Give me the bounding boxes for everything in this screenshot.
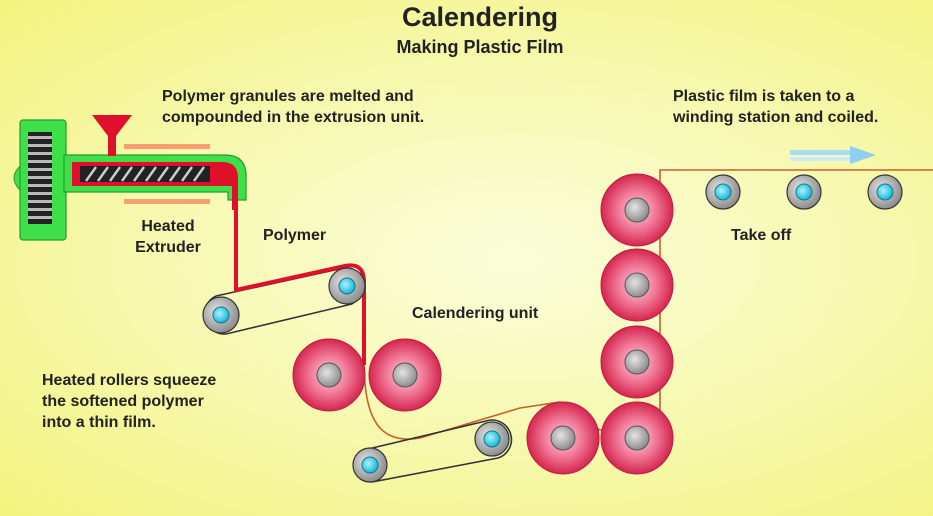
heater-bar-top bbox=[124, 144, 210, 149]
calender-roll bbox=[526, 401, 600, 475]
screw-icon bbox=[80, 166, 210, 182]
rollers-note-line: the softened polymer bbox=[42, 393, 204, 410]
calendering-unit-label: Calendering unit bbox=[412, 305, 539, 322]
take-off-roller bbox=[705, 174, 741, 210]
right-arrow-icon bbox=[790, 146, 876, 164]
winding-note-line: Plastic film is taken to a bbox=[673, 88, 855, 105]
calender-roll bbox=[368, 338, 442, 412]
hopper-icon bbox=[92, 115, 132, 156]
polymer-label: Polymer bbox=[263, 227, 327, 244]
take-off-roller bbox=[786, 174, 822, 210]
extrusion-note: Polymer granules are melted and compound… bbox=[162, 86, 424, 128]
heated-extruder bbox=[13, 115, 247, 241]
diagram-subtitle: Making Plastic Film bbox=[396, 37, 564, 57]
extrusion-note-line: Polymer granules are melted and bbox=[162, 88, 414, 105]
rollers-note: Heated rollers squeeze the softened poly… bbox=[42, 370, 216, 433]
calender-roll bbox=[600, 173, 674, 247]
extruder-label-line: Heated bbox=[141, 218, 195, 235]
rollers-note-line: Heated rollers squeeze bbox=[42, 372, 217, 389]
extruder-label: Heated Extruder bbox=[120, 216, 216, 258]
winding-note-line: winding station and coiled. bbox=[673, 109, 879, 126]
calender-roll bbox=[292, 338, 366, 412]
winding-note: Plastic film is taken to a winding stati… bbox=[673, 86, 878, 128]
rollers-note-line: into a thin film. bbox=[42, 414, 156, 431]
extrusion-note-line: compounded in the extrusion unit. bbox=[162, 109, 425, 126]
take-off-roller bbox=[867, 174, 903, 210]
guide-roller bbox=[474, 421, 510, 457]
gear-icon bbox=[28, 132, 52, 224]
guide-roller bbox=[202, 296, 240, 334]
calender-roll bbox=[600, 248, 674, 322]
extruder-label-line: Extruder bbox=[135, 239, 201, 256]
take-off-label: Take off bbox=[731, 227, 792, 244]
guide-roller bbox=[352, 447, 388, 483]
calender-roll bbox=[600, 401, 674, 475]
heater-bar-bottom bbox=[124, 199, 210, 204]
diagram-title: Calendering bbox=[401, 2, 559, 32]
guide-roller bbox=[328, 267, 366, 305]
calender-roll bbox=[600, 325, 674, 399]
